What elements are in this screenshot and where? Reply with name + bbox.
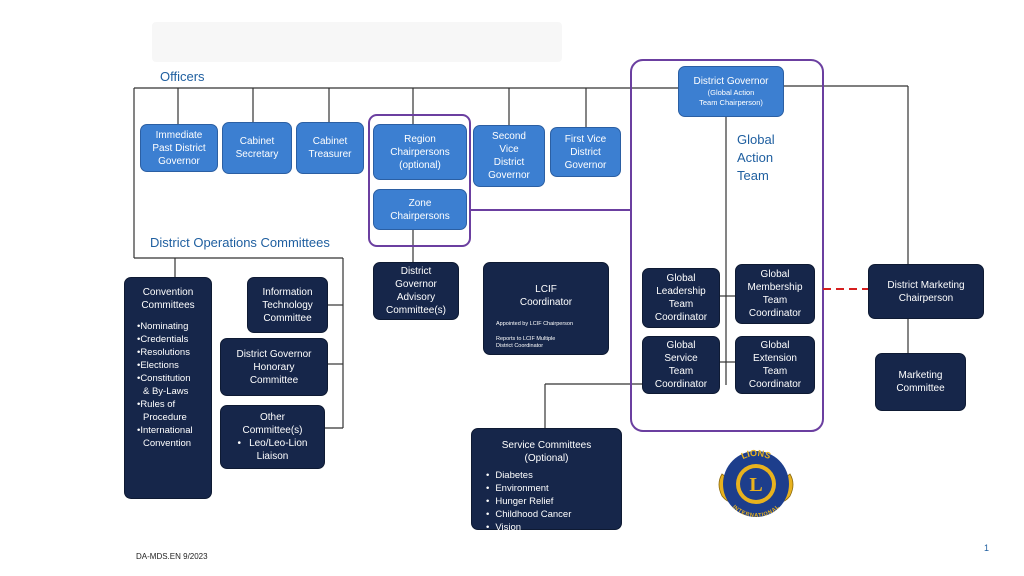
convention-committees-box[interactable]: Convention Committees •Nominating •Crede… bbox=[124, 277, 212, 499]
logo-letter: L bbox=[749, 474, 762, 496]
cabinet-secretary-box[interactable]: Cabinet Secretary bbox=[222, 122, 292, 174]
region-chairpersons-box[interactable]: Region Chairpersons (optional) bbox=[373, 124, 467, 180]
service-committee-list: Diabetes Environment Hunger Relief Child… bbox=[476, 469, 571, 534]
document-code-footer: DA-MDS.EN 9/2023 bbox=[136, 552, 208, 561]
marketing-committee-box[interactable]: Marketing Committee bbox=[875, 353, 966, 411]
global-leadership-team-box[interactable]: Global Leadership Team Coordinator bbox=[642, 268, 720, 328]
service-committees-box[interactable]: Service Committees (Optional) Diabetes E… bbox=[471, 428, 622, 533]
global-membership-team-box[interactable]: Global Membership Team Coordinator bbox=[735, 264, 815, 324]
page-number: 1 bbox=[984, 543, 990, 553]
other-committees-box[interactable]: Other Committee(s) •Leo/Leo-Lion Liaison bbox=[220, 405, 325, 469]
first-vice-governor-box[interactable]: First Vice District Governor bbox=[550, 127, 621, 177]
district-governor-box[interactable]: District Governor (Global Action Team Ch… bbox=[678, 66, 784, 117]
immediate-past-governor-box[interactable]: Immediate Past District Governor bbox=[140, 124, 218, 172]
district-marketing-chairperson-box[interactable]: District Marketing Chairperson bbox=[868, 264, 984, 319]
cabinet-treasurer-box[interactable]: Cabinet Treasurer bbox=[296, 122, 364, 174]
global-extension-team-box[interactable]: Global Extension Team Coordinator bbox=[735, 336, 815, 394]
global-service-team-box[interactable]: Global Service Team Coordinator bbox=[642, 336, 720, 394]
governor-advisory-committee-box[interactable]: District Governor Advisory Committee(s) bbox=[373, 262, 459, 320]
operations-heading: District Operations Committees bbox=[150, 235, 330, 250]
second-vice-governor-box[interactable]: Second Vice District Governor bbox=[473, 125, 545, 187]
officers-heading: Officers bbox=[160, 69, 205, 84]
global-action-team-heading: Global Action Team bbox=[737, 132, 775, 183]
governor-honorary-committee-box[interactable]: District Governor Honorary Committee bbox=[220, 338, 328, 396]
convention-committee-list: •Nominating •Credentials •Resolutions •E… bbox=[137, 321, 193, 449]
logo-top-text: LIONS bbox=[740, 448, 773, 461]
lcif-coordinator-box[interactable]: LCIF Coordinator Appointed by LCIF Chair… bbox=[483, 262, 609, 355]
blurred-header-band bbox=[152, 22, 562, 62]
lions-international-logo: L LIONS INTERNATIONAL bbox=[718, 448, 794, 519]
zone-chairpersons-box[interactable]: Zone Chairpersons bbox=[373, 189, 467, 230]
information-technology-committee-box[interactable]: Information Technology Committee bbox=[247, 277, 328, 333]
